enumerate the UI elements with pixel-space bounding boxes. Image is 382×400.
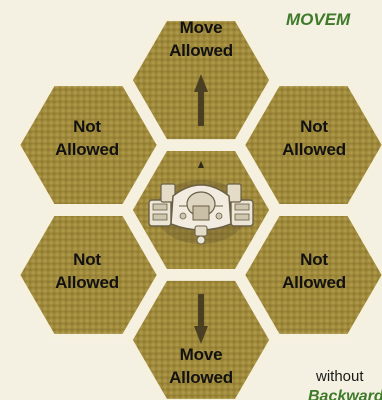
body-text: without	[316, 368, 364, 385]
hex-upper-left-line1: Not	[73, 117, 101, 136]
hex-lower-left-line1: Not	[73, 250, 101, 269]
hex-bottom-line2: Allowed	[169, 368, 233, 387]
hex-lower-left-line2: Allowed	[55, 273, 119, 292]
hex-upper-right-line1: Not	[300, 117, 328, 136]
hex-top-line1: Move	[180, 18, 223, 37]
hex-lower-right-line2: Allowed	[282, 273, 346, 292]
hex-bottom-line1: Move	[180, 345, 223, 364]
hex-upper-right-line2: Allowed	[282, 140, 346, 159]
section-heading: MOVEM	[286, 10, 350, 30]
hex-upper-left-line2: Allowed	[55, 140, 119, 159]
hex-top-line2: Allowed	[169, 41, 233, 60]
sub-heading: Backward	[308, 388, 382, 400]
hex-lower-right-line1: Not	[300, 250, 328, 269]
